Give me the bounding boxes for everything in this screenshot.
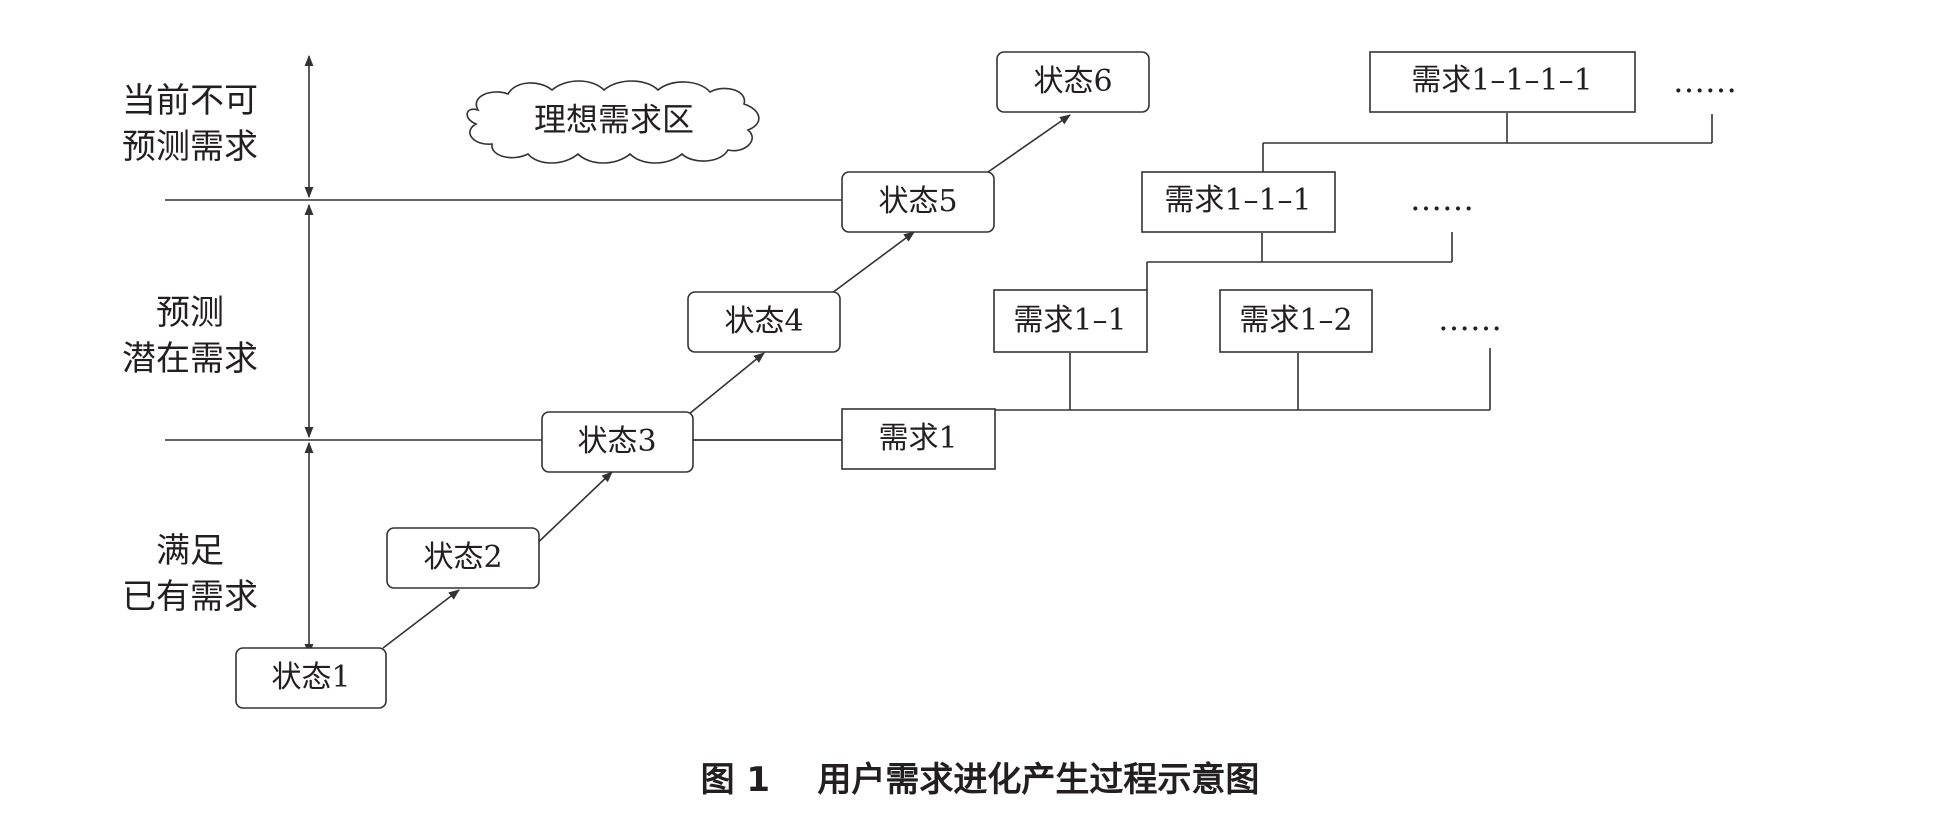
need-1-1-1-label: 需求1–1–1 <box>1164 183 1311 218</box>
need-1-1-label: 需求1–1 <box>1013 303 1126 338</box>
arrow-state3-to-state4 <box>688 352 765 415</box>
state-2-box: 状态2 <box>386 527 540 589</box>
figure-caption: 图 1 用户需求进化产生过程示意图 <box>0 752 1960 801</box>
arrow-state2-to-state3 <box>527 471 613 553</box>
state-1-label: 状态1 <box>271 660 350 695</box>
state-3-label: 状态3 <box>577 424 656 459</box>
figure-title: 用户需求进化产生过程示意图 <box>817 760 1260 800</box>
need-1-1-box: 需求1–1 <box>993 289 1148 353</box>
need-1-1-1-1-box: 需求1–1–1–1 <box>1369 51 1636 113</box>
state-6-box: 状态6 <box>996 51 1150 113</box>
need-1-2-label: 需求1–2 <box>1239 303 1352 338</box>
zone-bottom-label-line2: 已有需求 <box>122 577 258 617</box>
need-1-box: 需求1 <box>841 408 996 470</box>
zone-top-label-line1: 当前不可 <box>122 81 258 121</box>
need-1-2-box: 需求1–2 <box>1219 289 1373 353</box>
arrow-state5-to-state6 <box>987 114 1071 173</box>
ideal-demand-cloud: 理想需求区 <box>466 80 760 164</box>
state-4-label: 状态4 <box>724 304 803 339</box>
state-4-box: 状态4 <box>687 291 841 353</box>
ellipsis-level1: …… <box>1438 300 1502 338</box>
figure-number: 图 1 <box>700 760 771 800</box>
state-6-label: 状态6 <box>1033 64 1112 99</box>
ellipsis-level2: …… <box>1410 180 1474 218</box>
zone-middle-label-line1: 预测 <box>156 293 224 333</box>
state-5-box: 状态5 <box>841 171 995 233</box>
state-1-box: 状态1 <box>235 647 387 709</box>
zone-bottom-label-line1: 满足 <box>156 531 224 571</box>
ellipsis-level3: …… <box>1673 62 1737 100</box>
need-tree-connectors <box>995 113 1713 411</box>
arrow-state4-to-state5 <box>827 231 915 297</box>
demand-evolution-diagram: 当前不可 预测需求 预测 潜在需求 满足 已有需求 理想需求区 状态1 状态2 <box>122 51 1737 709</box>
state-5-label: 状态5 <box>878 184 957 219</box>
need-1-label: 需求1 <box>878 421 957 456</box>
need-1-1-1-1-label: 需求1–1–1–1 <box>1411 63 1592 98</box>
zone-middle-label-line2: 潜在需求 <box>122 339 258 379</box>
ideal-demand-cloud-label: 理想需求区 <box>534 101 694 139</box>
state-3-box: 状态3 <box>541 411 694 473</box>
state-2-label: 状态2 <box>423 540 502 575</box>
arrow-state1-to-state2 <box>382 589 460 649</box>
zone-top-label-line2: 预测需求 <box>122 127 258 167</box>
need-1-1-1-box: 需求1–1–1 <box>1141 171 1336 233</box>
